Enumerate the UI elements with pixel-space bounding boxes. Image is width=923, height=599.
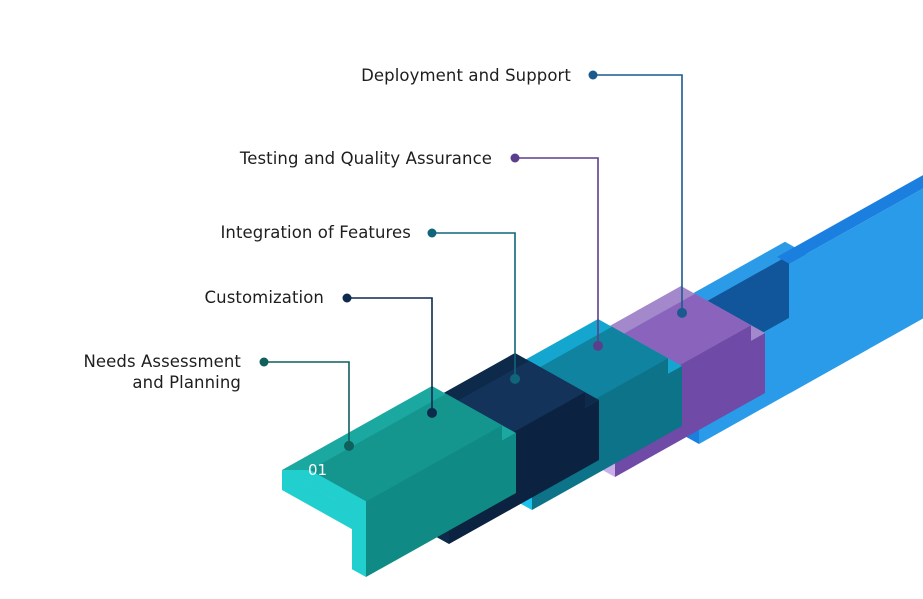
block-back-panel <box>789 188 923 394</box>
block-wall-edge <box>352 509 366 577</box>
connector-line <box>515 157 599 346</box>
block-rim <box>282 470 366 517</box>
connector-line <box>347 297 433 413</box>
step-label-line: Customization <box>204 288 324 307</box>
step-label-line: Needs Assessment <box>83 352 241 371</box>
step-label-customization: Customization <box>205 287 324 308</box>
connector-03 <box>427 228 520 384</box>
step-label-needs-assessment: Needs Assessment and Planning <box>83 351 241 393</box>
connector-dot-block <box>593 340 603 351</box>
step-label-line: Integration of Features <box>220 223 411 242</box>
step-block-01: 01 <box>282 386 516 577</box>
connector-dot-block <box>510 373 520 384</box>
connector-line <box>264 361 350 446</box>
step-blocks: 0504030201 <box>282 175 923 577</box>
step-label-integration: Integration of Features <box>220 222 411 243</box>
step-label-line: Deployment and Support <box>361 66 571 85</box>
connector-04 <box>510 153 603 351</box>
connector-dot-block <box>427 407 437 418</box>
step-number-01: 01 <box>308 461 327 479</box>
connector-02 <box>342 293 437 418</box>
connector-dot-block <box>344 440 354 451</box>
connector-dot-label <box>259 357 269 367</box>
step-label-deployment: Deployment and Support <box>361 65 571 86</box>
step-connectors <box>259 70 687 451</box>
step-label-line: Testing and Quality Assurance <box>239 149 492 168</box>
connector-line <box>432 232 516 379</box>
connector-dot-label <box>427 228 437 238</box>
connector-dot-block <box>677 307 687 318</box>
connector-05 <box>588 70 687 318</box>
step-label-testing: Testing and Quality Assurance <box>240 148 492 169</box>
block-front-face <box>282 470 366 537</box>
connector-line <box>593 74 683 313</box>
block-back-panel-top <box>777 175 923 264</box>
block-inner-recess <box>310 393 502 502</box>
step-label-line: and Planning <box>132 373 241 392</box>
connector-dot-label <box>588 70 598 80</box>
connector-dot-label <box>510 153 520 163</box>
connector-dot-label <box>342 293 352 303</box>
connector-01 <box>259 357 354 451</box>
block-inner-wall <box>366 425 502 554</box>
